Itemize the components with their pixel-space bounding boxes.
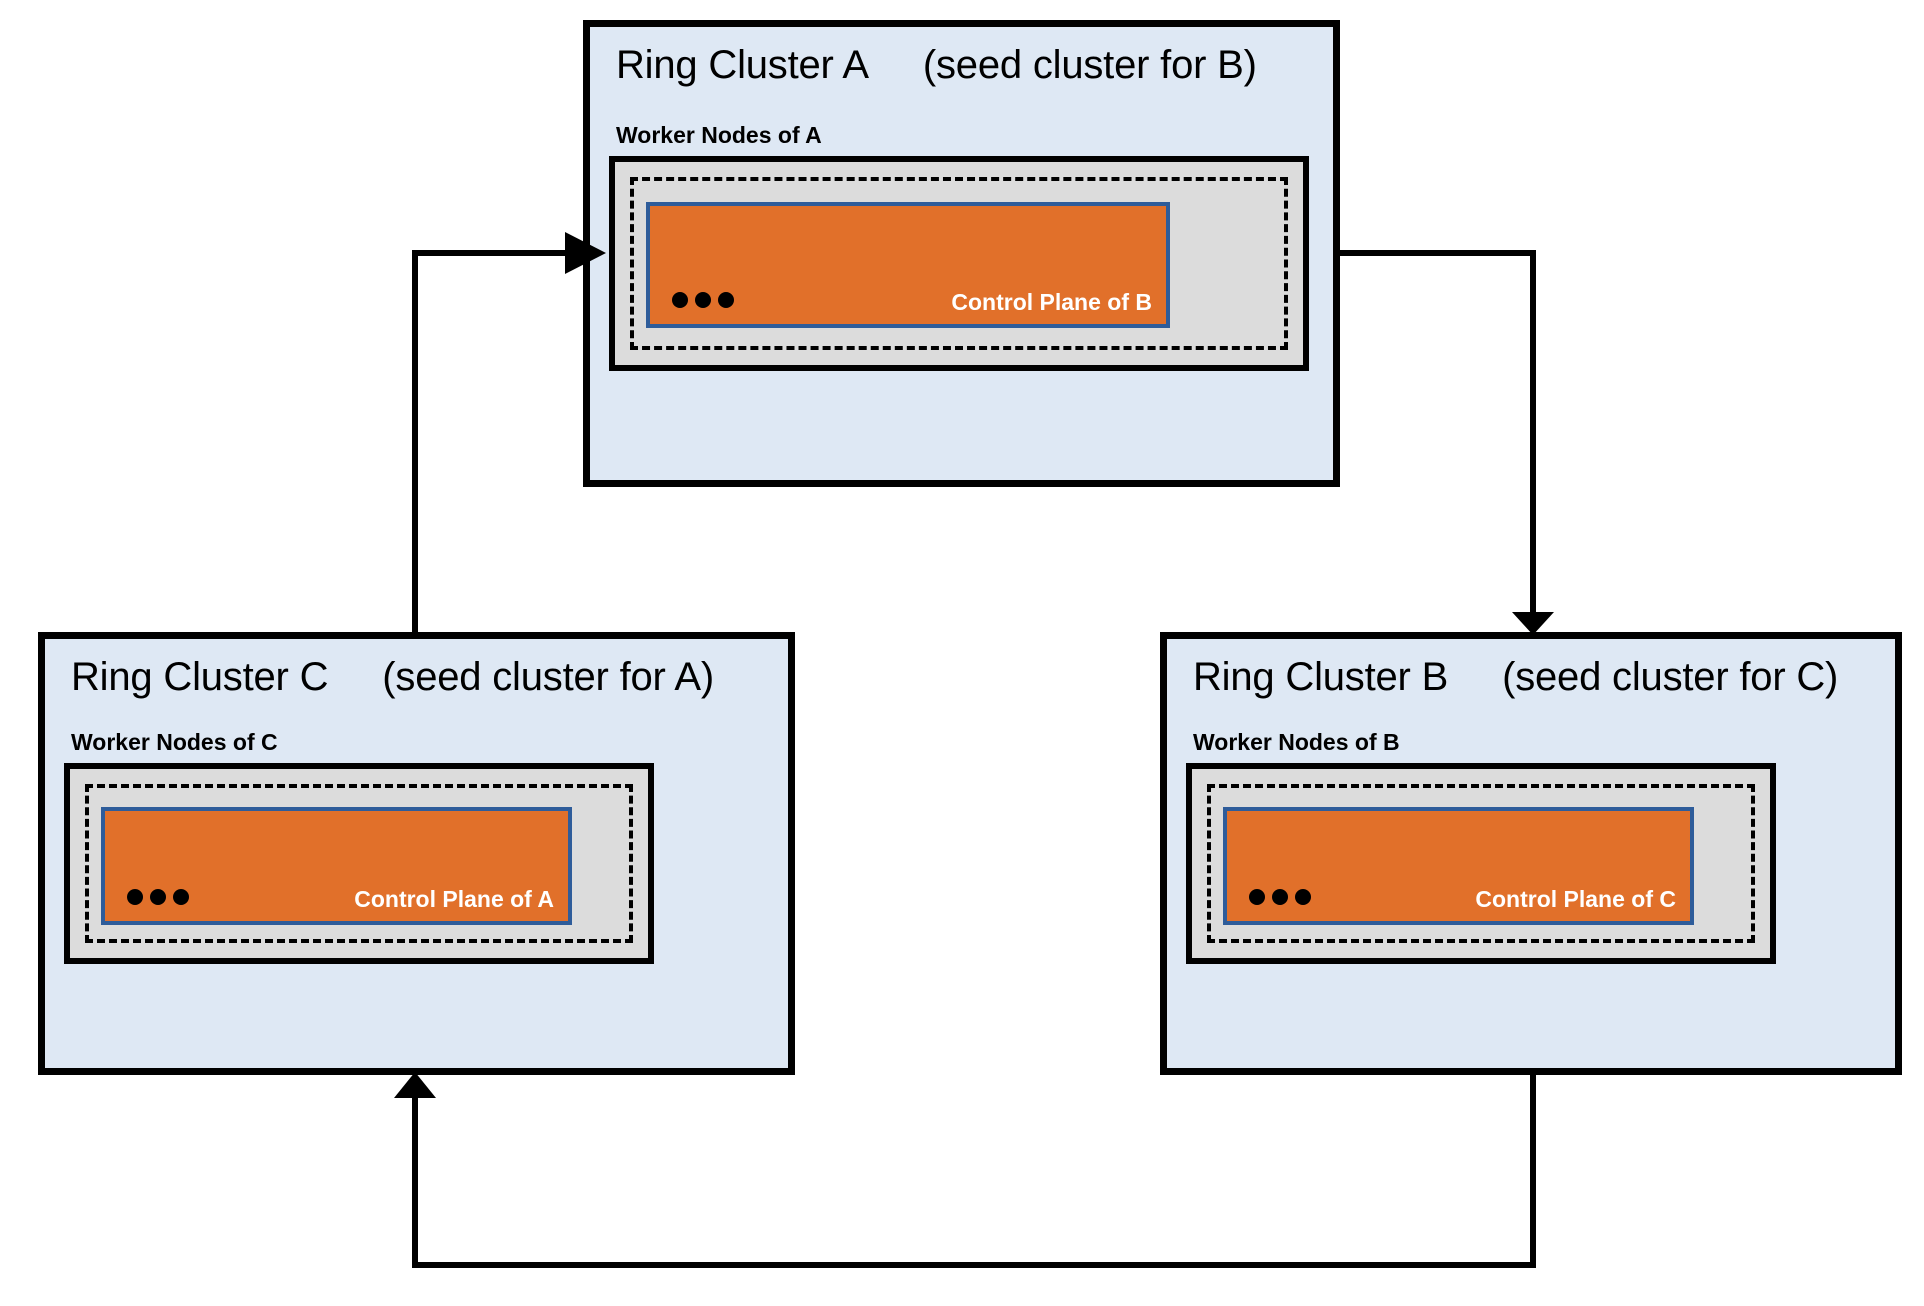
cluster-a-dashed-boundary: [630, 177, 1288, 350]
cluster-b-ellipsis-dots: [1249, 889, 1311, 905]
cluster-a-worker-box: Control Plane of B: [609, 156, 1309, 371]
cluster-c-name: Ring Cluster C: [71, 655, 329, 699]
cluster-c-control-plane: Control Plane of A: [101, 807, 572, 925]
arrow-b-to-c: [394, 1072, 1536, 1268]
cluster-a-worker-label: Worker Nodes of A: [616, 122, 822, 148]
cluster-a-control-plane-label: Control Plane of B: [951, 289, 1152, 315]
cluster-a-title: Ring Cluster A (seed cluster for B): [616, 43, 1257, 88]
cluster-b: Ring Cluster B (seed cluster for C) Worke…: [1160, 632, 1902, 1075]
cluster-c-ellipsis-dots: [127, 889, 189, 905]
cluster-c-worker-box: Control Plane of A: [64, 763, 654, 964]
cluster-b-worker-label: Worker Nodes of B: [1193, 729, 1400, 755]
cluster-b-control-plane-label: Control Plane of C: [1475, 886, 1676, 912]
cluster-b-name: Ring Cluster B: [1193, 655, 1449, 699]
cluster-a: Ring Cluster A (seed cluster for B) Worke…: [583, 20, 1340, 487]
cluster-b-title: Ring Cluster B (seed cluster for C): [1193, 655, 1838, 700]
cluster-c: Ring Cluster C (seed cluster for A) Worke…: [38, 632, 795, 1075]
cluster-b-worker-box: Control Plane of C: [1186, 763, 1776, 964]
cluster-c-control-plane-label: Control Plane of A: [354, 886, 554, 912]
cluster-c-worker-label: Worker Nodes of C: [71, 729, 278, 755]
cluster-a-control-plane: Control Plane of B: [646, 202, 1170, 328]
cluster-a-ellipsis-dots: [672, 292, 734, 308]
cluster-a-seed-note: (seed cluster for B): [922, 43, 1257, 87]
arrow-c-to-a: [412, 232, 606, 632]
cluster-b-dashed-boundary: [1207, 784, 1755, 943]
cluster-c-dashed-boundary: [85, 784, 633, 943]
cluster-b-seed-note: (seed cluster for C): [1502, 655, 1839, 699]
cluster-a-name: Ring Cluster A: [616, 43, 869, 87]
arrow-a-to-b: [1340, 250, 1554, 635]
cluster-b-control-plane: Control Plane of C: [1223, 807, 1694, 925]
cluster-c-title: Ring Cluster C (seed cluster for A): [71, 655, 714, 700]
cluster-c-seed-note: (seed cluster for A): [382, 655, 714, 699]
